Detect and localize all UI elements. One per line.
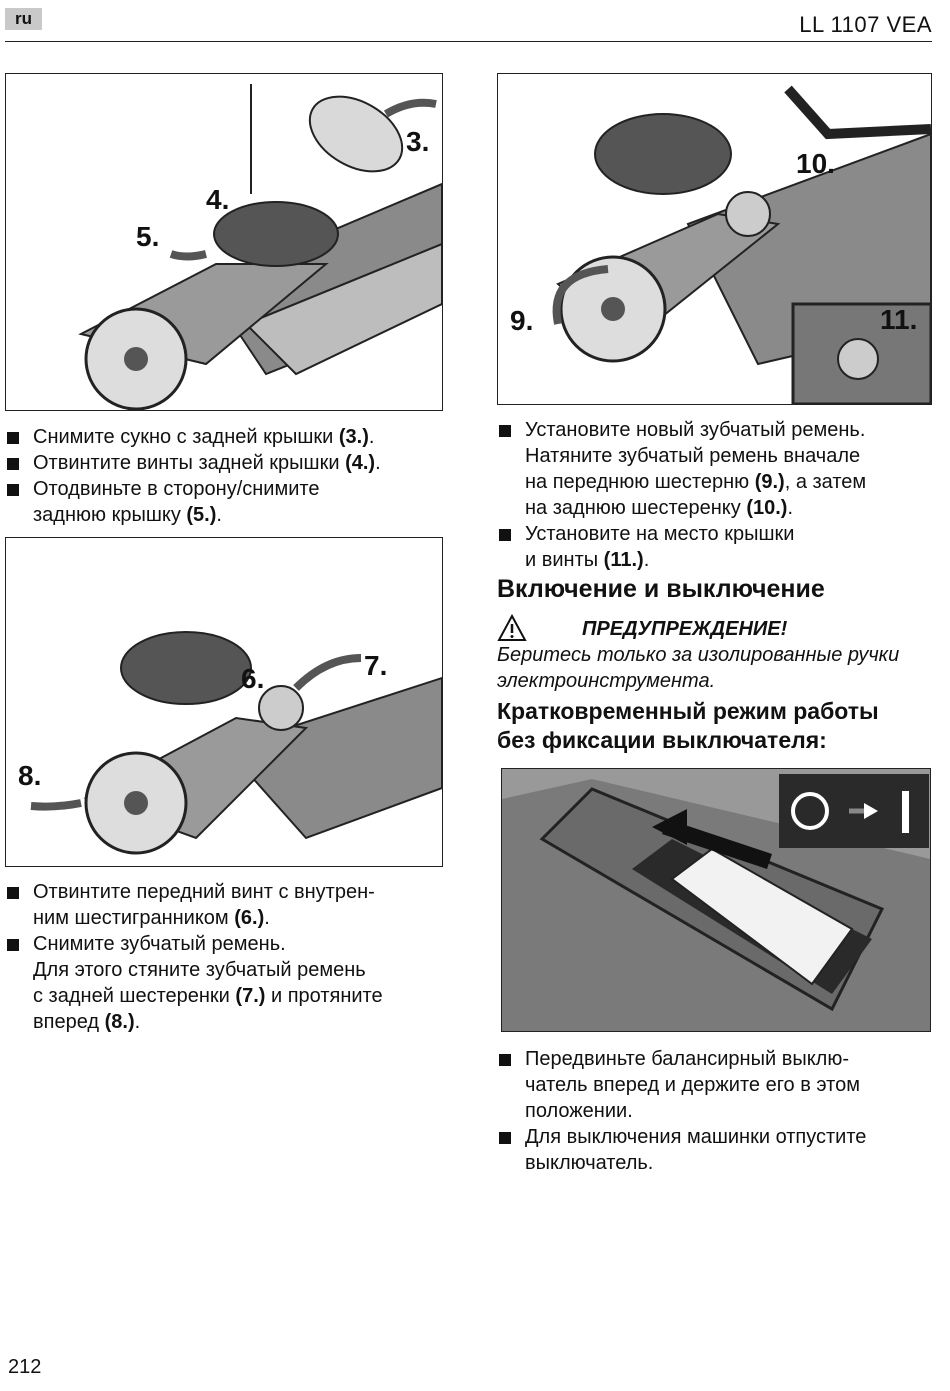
callout-9: 9. (510, 305, 534, 336)
figure-install-belt-illustration (552, 85, 931, 404)
callout-11: 11. (880, 304, 918, 335)
warning-triangle-icon (497, 614, 527, 641)
figure-remove-belt: 6. 7. 8. (5, 537, 443, 867)
figure-switch (501, 768, 931, 1032)
sub-heading: Кратковременный режим работы без фиксаци… (497, 698, 879, 753)
model-name: LL 1107 VEA (799, 12, 932, 37)
steps-list-belt-removal: Отвинтите передний винт с внутрен-ним ше… (5, 879, 435, 1035)
callout-7: 7. (364, 650, 388, 681)
section-heading: Включение и выключение (497, 575, 825, 603)
figure-remove-belt-illustration (30, 631, 442, 855)
steps-list-belt-install: Установите новый зубчатый ремень.Натянит… (497, 417, 930, 573)
list-item: Установите новый зубчатый ремень.Натянит… (497, 417, 930, 521)
steps-list-cover: Снимите сукно с задней крышки (3.). Отви… (5, 424, 435, 528)
figure-remove-cover: 3. 4. 5. (5, 73, 443, 411)
page-number: 212 (8, 1356, 42, 1378)
figure-remove-cover-illustration (78, 84, 442, 410)
warning-title: ПРЕДУПРЕЖДЕНИЕ! (582, 618, 788, 640)
callout-6: 6. (241, 663, 265, 694)
callout-5: 5. (136, 221, 160, 252)
language-badge: ru (5, 8, 42, 30)
callout-3: 3. (406, 126, 430, 157)
callout-4: 4. (206, 184, 230, 215)
list-item: Отвинтите передний винт с внутрен-ним ше… (5, 879, 435, 931)
steps-list-switch: Передвиньте балансирный выклю-чатель впе… (497, 1046, 930, 1176)
warning-text: Беритесь только за изолированные ручки э… (497, 644, 900, 692)
figure-switch-illustration (502, 769, 930, 1031)
list-item: Снимите зубчатый ремень.Для этого стянит… (5, 931, 435, 1035)
list-item: Передвиньте балансирный выклю-чатель впе… (497, 1046, 930, 1124)
figure-install-belt: 10. 9. 11. (497, 73, 932, 405)
callout-8: 8. (18, 760, 42, 791)
callout-10: 10. (796, 148, 835, 179)
list-item: Снимите сукно с задней крышки (3.). (5, 424, 435, 450)
header-divider (5, 41, 932, 42)
list-item: Отвинтите винты задней крышки (4.). (5, 450, 435, 476)
